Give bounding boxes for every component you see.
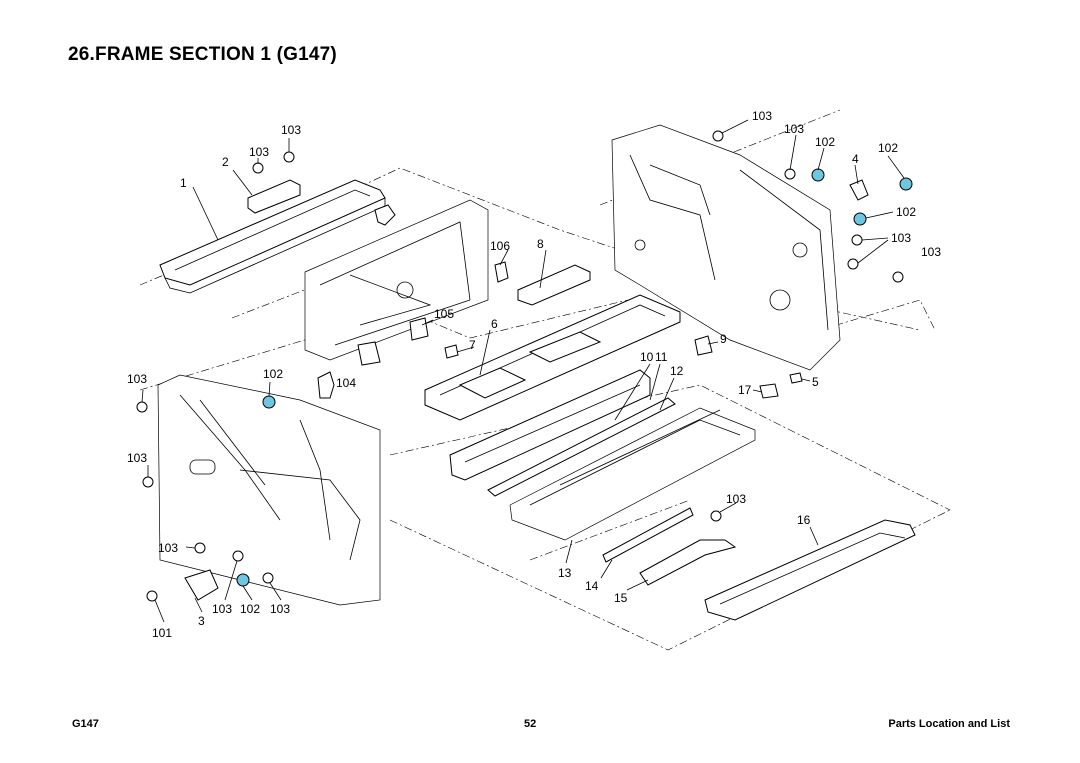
small-parts [184,179,869,601]
callout-103: 103 [726,492,746,506]
part-15-lever [639,539,737,586]
callout-10: 10 [640,350,654,364]
callout-103: 103 [127,372,147,386]
footer-model: G147 [72,718,99,730]
callout-8: 8 [537,237,544,251]
callout-14: 14 [585,579,599,593]
part-104-bracket [317,371,335,399]
part-12-plate [487,397,676,497]
footer-page-number: 52 [524,718,537,730]
callout-101: 101 [152,626,172,640]
callout-103: 103 [127,451,147,465]
part-1-top-bracket [159,179,386,294]
front-left-frame [157,374,381,606]
part-16-bracket [704,519,916,621]
callout-17: 17 [738,383,752,397]
callout-2: 2 [222,155,229,169]
callout-7: 7 [469,338,476,352]
callout-103: 103 [281,123,301,137]
callout-102: 102 [815,135,835,149]
rear-middle-frame [304,199,489,361]
footer-section-title: Parts Location and List [888,718,1010,730]
callout-103: 103 [752,109,772,123]
callout-103: 103 [270,602,290,616]
part-8-bracket [517,264,591,306]
callout-5: 5 [812,375,819,389]
callout-4: 4 [852,152,859,166]
callout-103: 103 [784,122,804,136]
callout-102: 102 [896,205,916,219]
part-14-strip [602,507,694,563]
part-10-11-rail [449,369,651,481]
page-title: 26.FRAME SECTION 1 (G147) [68,44,337,65]
callout-103: 103 [921,245,941,259]
callout-103: 103 [249,145,269,159]
callout-6: 6 [491,317,498,331]
callout-12: 12 [670,364,684,378]
callout-102: 102 [878,141,898,155]
leader-lines [141,119,905,623]
callout-106: 106 [490,239,510,253]
callout-103: 103 [158,541,178,555]
callout-104: 104 [336,376,356,390]
screws [136,130,904,602]
callout-102: 102 [263,367,283,381]
part-2-small-bracket [247,179,301,214]
callout-102: 102 [240,602,260,616]
callout-11: 11 [655,350,668,364]
callout-15: 15 [614,591,628,605]
part-13-lower-frame [509,407,756,541]
callout-3: 3 [198,614,205,628]
callout-16: 16 [797,513,811,527]
callout-1: 1 [180,176,187,190]
part-6-rail [424,294,681,421]
right-rear-frame [611,124,841,371]
highlighted-screws [236,168,913,587]
callout-labels: 1 2 103 103 103 103 102 102 4 102 103 10… [127,109,941,640]
callout-9: 9 [720,332,727,346]
callout-13: 13 [558,566,572,580]
callout-103: 103 [891,231,911,245]
callout-105: 105 [434,307,454,321]
callout-103: 103 [212,602,232,616]
